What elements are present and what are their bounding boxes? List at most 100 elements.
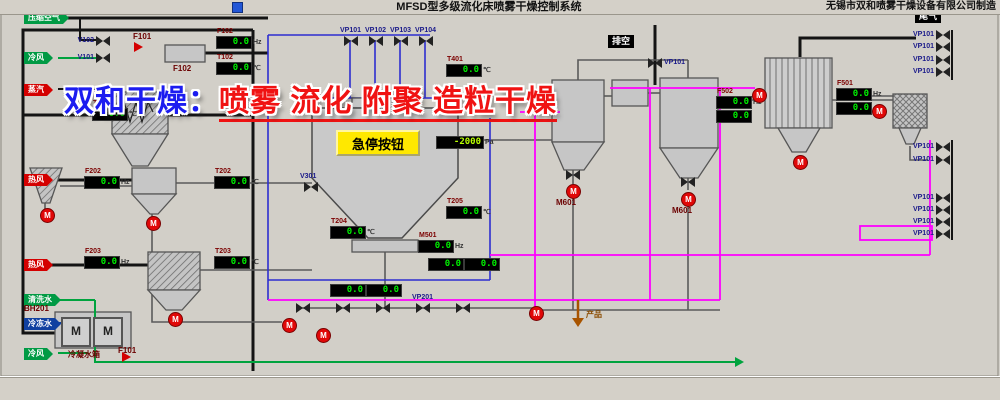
instrument-display: 0.0 — [428, 258, 464, 271]
pump-icon[interactable]: M — [793, 155, 808, 170]
pump-icon[interactable]: M — [282, 318, 297, 333]
supply-tag: 冷冻水 — [24, 318, 61, 330]
valve-icon[interactable]: VP102 — [365, 27, 386, 46]
title-bar: MFSD型多级流化床喷雾干燥控制系统 无锡市双和喷雾干燥设备有限公司制造 — [0, 0, 1000, 15]
emergency-stop-button[interactable]: 急停按钮 — [336, 130, 420, 156]
valve-icon[interactable]: VP103 — [390, 27, 411, 46]
instrument-display: 0.0 — [836, 102, 872, 115]
valve-icon[interactable]: VP101 — [913, 205, 950, 215]
pump-icon[interactable]: M — [146, 216, 161, 231]
flow-tag: 排空 — [608, 35, 635, 48]
equipment-label: F101 — [118, 346, 137, 355]
valve-icon[interactable] — [456, 303, 470, 313]
valve-label: VP101 — [912, 206, 934, 213]
manufacturer-label: 无锡市双和喷雾干燥设备有限公司制造 — [826, 1, 996, 12]
supply-tag: 热风 — [24, 174, 53, 186]
valve-label: VP101 — [912, 68, 934, 75]
pump-icon[interactable]: M — [566, 184, 581, 199]
valve-label: VP101 — [912, 194, 934, 201]
instrument-display: 0.0 — [464, 258, 500, 271]
valve-icon[interactable] — [296, 303, 310, 313]
valve-label: V101 — [77, 54, 94, 61]
supply-tag: 压缩空气 — [24, 12, 69, 24]
valve-icon[interactable]: VP101 — [913, 55, 950, 65]
fan-icon[interactable] — [134, 42, 143, 52]
display-value: 0.0 — [100, 177, 117, 187]
valve-icon[interactable]: VP101 — [913, 155, 950, 165]
display-label: M501 — [419, 232, 437, 239]
instrument-display: 0.0F502Hz — [716, 88, 762, 109]
valve-label: VP101 — [912, 230, 934, 237]
equipment-label: M601 — [556, 198, 577, 207]
valve-icon[interactable]: VP101 — [913, 67, 950, 77]
valve-icon[interactable]: VP101 — [340, 27, 361, 46]
pump-icon[interactable]: M — [681, 192, 696, 207]
display-unit: Hz — [253, 39, 262, 46]
valve-label: V102 — [77, 37, 94, 44]
pump-icon[interactable]: M — [40, 208, 55, 223]
display-label: T204 — [331, 218, 347, 225]
supply-tag: 蒸汽 — [24, 84, 53, 96]
display-value: 0.0 — [852, 89, 869, 99]
supply-tag: 冷风 — [24, 52, 53, 64]
valve-icon[interactable]: VP101 — [913, 229, 950, 239]
watermark-brand: 双和干燥： — [64, 85, 219, 118]
valve-icon[interactable]: VP101 — [913, 193, 950, 203]
display-value: 0.0 — [108, 109, 125, 119]
display-unit: ℃ — [483, 67, 491, 74]
equipment-label: 产品 — [586, 310, 602, 319]
footer-toolbar: 3 清洗等待状态 自动开始自动停止报警音喷雾CIP喷雾设置清洗设置 — [0, 376, 1000, 400]
pump-icon[interactable]: M — [316, 328, 331, 343]
fan-icon[interactable] — [122, 352, 131, 362]
valve-label: VP101 — [340, 27, 362, 34]
valve-icon[interactable]: V101 — [78, 53, 110, 63]
valve-label: VP104 — [415, 27, 437, 34]
valve-icon[interactable]: VP201 — [412, 294, 433, 313]
display-value: 0.0 — [230, 257, 247, 267]
valve-label: V301 — [300, 173, 317, 180]
valve-icon[interactable]: VP101 — [648, 58, 685, 68]
equipment-label: F102 — [173, 64, 192, 73]
display-unit: Hz — [121, 259, 130, 266]
pump-icon[interactable]: M — [529, 306, 544, 321]
equipment-label: F101 — [133, 32, 152, 41]
display-value: 0.0 — [732, 97, 749, 107]
pump-icon[interactable]: M — [752, 88, 767, 103]
display-label: T102 — [217, 54, 233, 61]
pump-icon[interactable]: M — [168, 312, 183, 327]
display-unit: Pa — [485, 139, 494, 146]
pump-icon[interactable]: M — [872, 104, 887, 119]
valve-icon[interactable]: VP101 — [913, 42, 950, 52]
display-value: 0.0 — [382, 285, 399, 295]
equipment-label: M601 — [672, 206, 693, 215]
valve-icon[interactable]: VP101 — [913, 30, 950, 40]
valve-label: VP101 — [912, 31, 934, 38]
valve-icon[interactable] — [566, 170, 580, 180]
display-label: T205 — [447, 198, 463, 205]
valve-icon[interactable] — [376, 303, 390, 313]
display-unit: ℃ — [129, 111, 137, 118]
display-value: 0.0 — [444, 259, 461, 269]
display-unit: ℃ — [483, 209, 491, 216]
display-value: 0.0 — [232, 37, 249, 47]
valve-label: VP101 — [912, 56, 934, 63]
display-label: T401 — [447, 56, 463, 63]
display-value: 0.0 — [230, 177, 247, 187]
valve-icon[interactable] — [336, 303, 350, 313]
valve-icon[interactable]: VP104 — [415, 27, 436, 46]
valve-icon[interactable]: V102 — [78, 36, 110, 46]
valve-label: VP101 — [664, 59, 686, 66]
valve-icon[interactable]: VP101 — [913, 217, 950, 227]
display-label: F102 — [217, 28, 233, 35]
valve-icon[interactable]: V301 — [300, 173, 318, 192]
valve-icon[interactable]: VP101 — [913, 142, 950, 152]
valve-icon[interactable] — [681, 177, 695, 187]
